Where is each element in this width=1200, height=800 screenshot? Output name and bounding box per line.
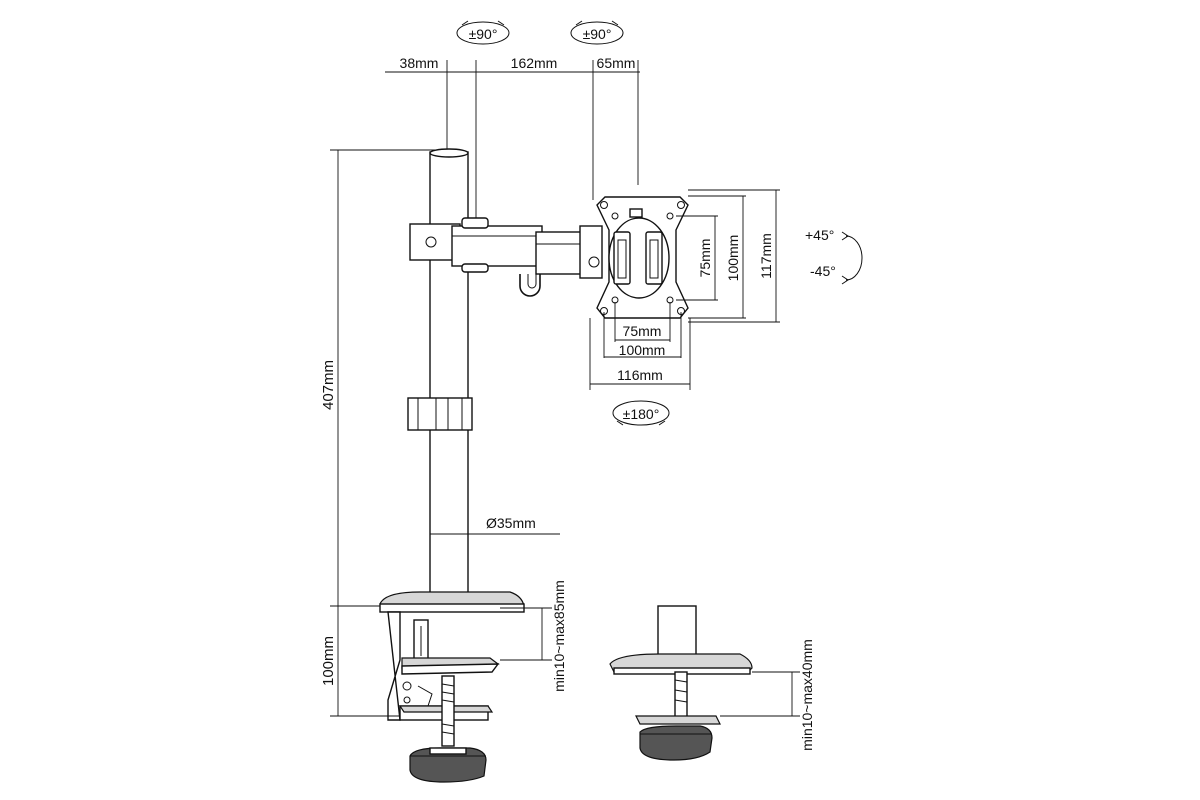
vesa-h-75: 75mm (623, 323, 662, 339)
clamp-range-label: min10~max85mm (551, 580, 567, 692)
pole (407, 148, 473, 608)
head-swivel-badge: ±90° (570, 20, 624, 45)
tilt-up-label: +45° (805, 227, 834, 243)
pole-height-dimension: 407mm (320, 149, 440, 607)
vesa-horizontal-dimensions: 75mm 100mm 116mm (589, 302, 691, 390)
arm (409, 217, 603, 297)
top-dimensions: 38mm 162mm 65mm (385, 55, 640, 220)
vesa-v-100: 100mm (725, 235, 741, 282)
dim-65: 65mm (597, 55, 636, 71)
grommet-mount (609, 605, 753, 761)
dim-407: 407mm (320, 360, 337, 410)
vesa-plate (596, 196, 689, 319)
pole-diameter-label: Ø35mm (486, 515, 536, 531)
clamp-dimensions: 100mm min10~max85mm (320, 580, 567, 717)
tilt-down-label: -45° (810, 263, 836, 279)
rotation-badge: ±180° (612, 400, 670, 426)
arm-swivel-badge: ±90° (456, 20, 510, 45)
vesa-v-117: 117mm (758, 233, 774, 279)
vesa-v-75: 75mm (697, 239, 713, 278)
dim-38: 38mm (400, 55, 439, 71)
pole-diameter-callout: Ø35mm (468, 515, 560, 535)
grommet-range-label: min10~max40mm (799, 639, 815, 751)
dim-162: 162mm (511, 55, 558, 71)
arm-swivel-label: ±90° (469, 26, 498, 42)
grommet-dimensions: min10~max40mm (720, 639, 815, 751)
vesa-h-100: 100mm (619, 342, 666, 358)
tilt-indicator: +45° -45° (805, 227, 863, 285)
dim-clamp-100: 100mm (320, 636, 337, 686)
rotation-label: ±180° (623, 406, 660, 422)
vesa-vertical-dimensions: 75mm 100mm 117mm (676, 189, 780, 323)
vesa-h-116: 116mm (617, 367, 663, 383)
head-swivel-label: ±90° (583, 26, 612, 42)
desk-clamp (379, 591, 525, 783)
